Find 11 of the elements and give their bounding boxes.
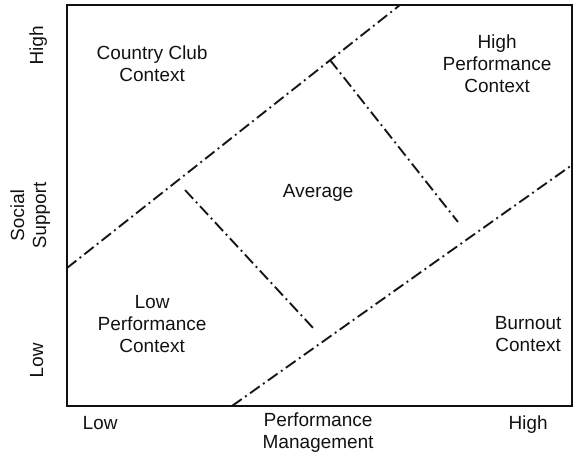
quadrant-label: Low Performance Context	[96, 292, 208, 358]
axis-label: Low	[27, 342, 49, 380]
quadrant-label: High Performance Context	[442, 32, 552, 98]
axis-label: Low	[82, 413, 118, 435]
quadrant-label: Country Club Context	[96, 43, 208, 87]
axis-label: Social Support	[8, 180, 52, 250]
axis-label: Performance Management	[262, 410, 374, 454]
axis-label: High	[507, 413, 549, 435]
quadrant-label: Burnout Context	[494, 313, 562, 357]
axis-label: High	[27, 24, 49, 67]
quadrant-label: Average	[282, 181, 354, 203]
